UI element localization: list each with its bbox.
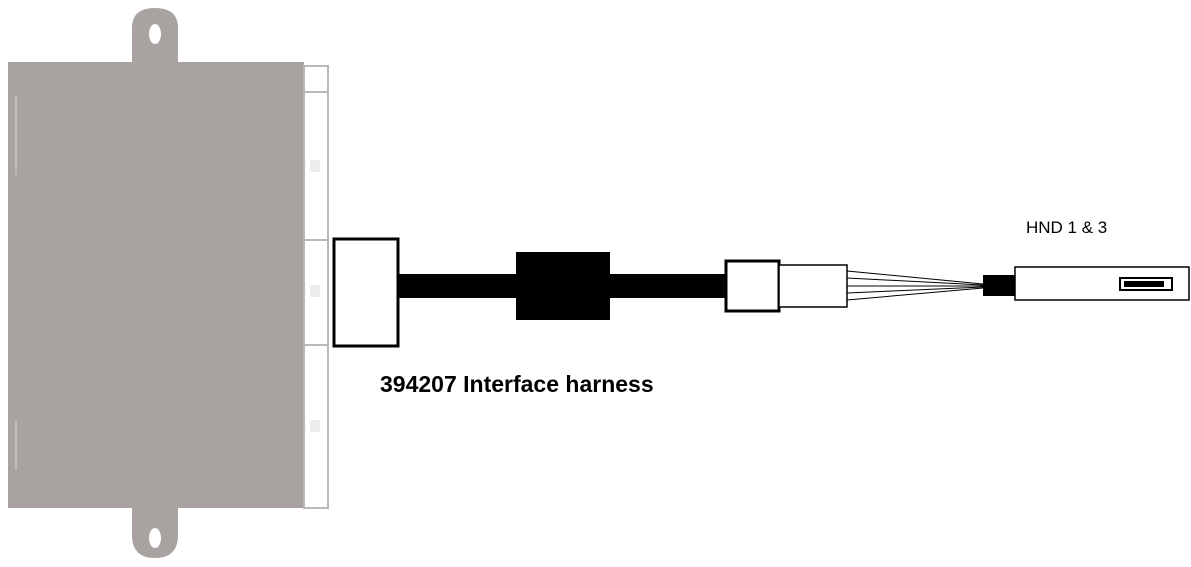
inline-connector-left [724,259,781,313]
ferrite-block [516,252,610,320]
mounting-tab-bottom-icon [132,500,178,558]
module-plug-connector [332,237,400,348]
module-side-panel [303,65,329,509]
mounting-tab-top-icon [132,8,178,65]
harness-wires [846,270,984,301]
inline-connector-right [778,264,848,308]
device-label: HND 1 & 3 [1026,218,1107,237]
harness-label: 394207 Interface harness [380,371,654,397]
device-plug [983,275,1015,296]
interface-module [8,62,304,508]
